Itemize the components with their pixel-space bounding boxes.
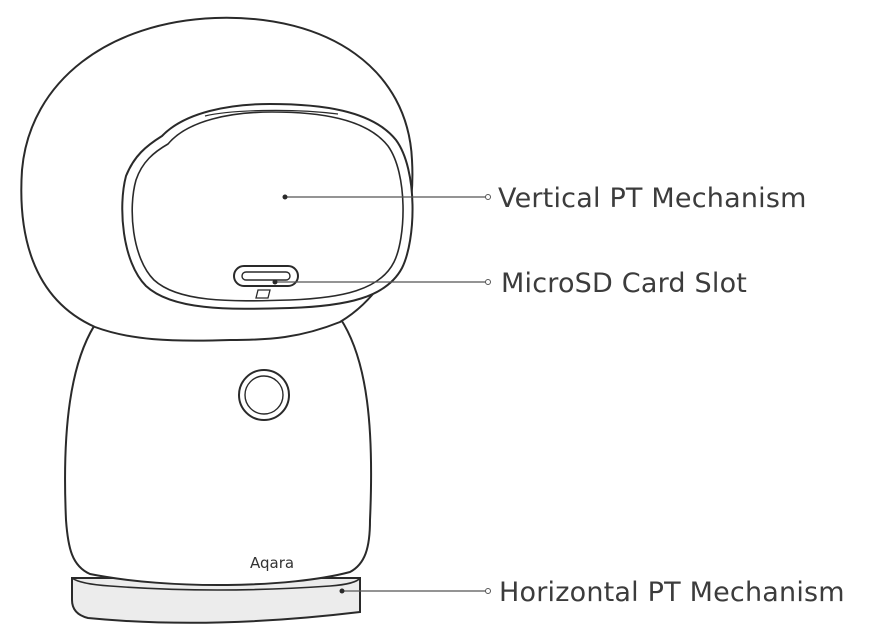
microsd-slot-graphic (233, 265, 299, 299)
front-button (238, 369, 290, 421)
leader-microsd (272, 279, 491, 285)
face-window (121, 102, 414, 310)
brand-logo: Aqara (250, 554, 294, 572)
callout-vertical-pt: Vertical PT Mechanism (498, 183, 807, 214)
callout-microsd: MicroSD Card Slot (501, 268, 747, 299)
camera-base (71, 577, 361, 624)
leader-horizontal-pt (339, 588, 491, 594)
camera-body (64, 317, 373, 587)
callout-horizontal-pt: Horizontal PT Mechanism (499, 577, 845, 608)
leader-vertical-pt (282, 194, 491, 200)
